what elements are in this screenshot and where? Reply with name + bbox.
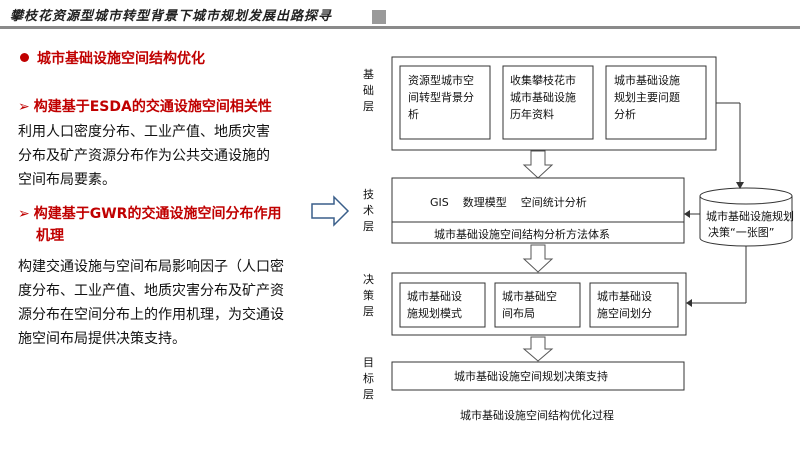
tech-layer-box: [391, 177, 685, 244]
connector-arrowhead-icon: [686, 299, 692, 307]
down-arrow-icon: [522, 244, 554, 273]
base-box-3-line: 规划主要问题: [614, 90, 680, 104]
base-box-1-line: 资源型城市空: [408, 73, 474, 87]
paragraph-gwr: 构建交通设施与空间布局影响因子（人口密 度分布、工业产值、地质灾害分布及矿产资 …: [18, 255, 284, 351]
database-text-line: 决策“一张图”: [708, 225, 774, 239]
base-box-3: [605, 65, 707, 140]
section-title: 城市基础设施空间结构优化: [20, 48, 205, 68]
heading-gwr: ➢构建基于GWR的交通设施空间分布作用 机理: [18, 203, 281, 247]
svg-text:层: 层: [363, 220, 374, 233]
decision-box-2-line: 城市基础空: [502, 289, 557, 303]
paragraph-line: 源分布在空间分布上的作用机理，为交通设: [18, 307, 284, 323]
base-box-1-line: 析: [408, 107, 419, 121]
header-rule: [0, 26, 800, 29]
decision-box-2-line: 间布局: [502, 307, 535, 320]
svg-text:层: 层: [363, 388, 374, 401]
heading-gwr-line: 机理: [36, 228, 64, 244]
svg-text:技: 技: [363, 188, 374, 201]
header-title: 攀枝花资源型城市转型背景下城市规划发展出路探寻: [10, 9, 333, 24]
svg-text:层: 层: [363, 305, 374, 318]
paragraph-line: 利用人口密度分布、工业产值、地质灾害: [18, 124, 270, 140]
header-decoration: [372, 10, 386, 24]
base-box-2: [502, 65, 594, 140]
svg-text:础: 础: [363, 84, 374, 97]
arrow-bullet-icon: ➢: [18, 99, 30, 115]
bullet-dot-icon: [20, 53, 29, 62]
connector-arrowhead-icon: [736, 182, 744, 189]
slide-header: 攀枝花资源型城市转型背景下城市规划发展出路探寻: [0, 0, 800, 30]
connector-arrowhead-icon: [684, 210, 690, 218]
svg-text:层: 层: [363, 100, 374, 113]
svg-text:术: 术: [363, 204, 374, 217]
layer-label-tech: 技 术 层: [363, 188, 374, 233]
base-box-1-line: 间转型背景分: [408, 90, 474, 104]
base-box-2-line: 收集攀枝花市: [510, 73, 576, 87]
svg-text:目: 目: [363, 356, 374, 369]
decision-box-3-line: 城市基础设: [597, 289, 652, 303]
decision-box-2: [494, 282, 581, 328]
tech-methods-text: GIS 数理模型 空间统计分析: [430, 195, 587, 209]
heading-esda-text: 构建基于ESDA的交通设施空间相关性: [33, 99, 272, 115]
decision-box-1-line: 城市基础设: [407, 289, 462, 303]
svg-text:决: 决: [363, 273, 374, 286]
paragraph-line: 施空间布局提供决策支持。: [18, 331, 186, 347]
heading-gwr-line: 构建基于GWR的交通设施空间分布作用: [33, 206, 282, 222]
base-box-2-line: 历年资料: [510, 107, 554, 121]
target-layer-box: [391, 361, 685, 391]
decision-box-1-line: 施规划模式: [407, 306, 462, 320]
flow-arrow-icon: [311, 195, 350, 227]
svg-text:策: 策: [363, 288, 374, 302]
layer-label-target: 目 标 层: [363, 356, 374, 401]
base-box-3-line: 城市基础设施: [614, 73, 680, 87]
diagram-caption: 城市基础设施空间结构优化过程: [460, 408, 614, 422]
arrow-bullet-icon: ➢: [18, 206, 30, 222]
database-text-line: 城市基础设施规划: [706, 209, 794, 223]
paragraph-esda: 利用人口密度分布、工业产值、地质灾害 分布及矿产资源分布作为公共交通设施的 空间…: [18, 120, 270, 192]
tech-system-text: 城市基础设施空间结构分析方法体系: [434, 227, 610, 241]
layer-label-base: 基 础 层: [363, 68, 374, 113]
layer-label-decision: 决 策 层: [363, 273, 374, 318]
paragraph-line: 构建交通设施与空间布局影响因子（人口密: [18, 259, 284, 275]
svg-text:标: 标: [363, 371, 374, 385]
section-title-text: 城市基础设施空间结构优化: [37, 51, 205, 67]
decision-box-3: [589, 282, 679, 328]
base-box-1: [399, 65, 491, 140]
svg-text:基: 基: [363, 68, 374, 81]
down-arrow-icon: [522, 150, 554, 179]
down-arrow-icon: [522, 336, 554, 362]
base-box-3-line: 分析: [614, 107, 636, 121]
paragraph-line: 度分布、工业产值、地质灾害分布及矿产资: [18, 283, 284, 299]
heading-esda: ➢构建基于ESDA的交通设施空间相关性: [18, 96, 272, 118]
target-text: 城市基础设施空间规划决策支持: [454, 369, 608, 383]
base-box-2-line: 城市基础设施: [510, 90, 576, 104]
database-cylinder-icon: [699, 187, 793, 247]
paragraph-line: 空间布局要素。: [18, 172, 116, 188]
paragraph-line: 分布及矿产资源分布作为公共交通设施的: [18, 148, 270, 164]
decision-box-3-line: 施空间划分: [597, 306, 652, 320]
decision-box-1: [399, 282, 486, 328]
